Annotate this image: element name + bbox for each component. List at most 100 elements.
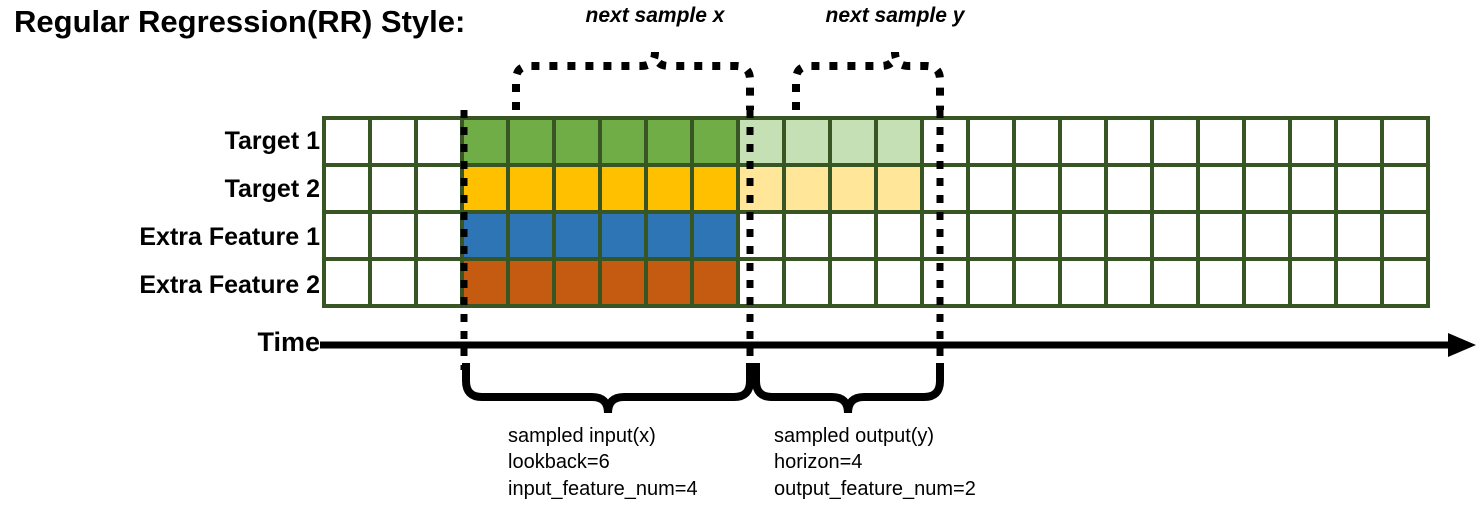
sampled-input-line-1: sampled input(x)	[508, 425, 656, 447]
sampled-output-line-3: output_feature_num=2	[774, 477, 976, 500]
grid-cell-r2-c10-empty	[786, 214, 828, 257]
grid-cell-r1-c1-empty	[372, 167, 414, 210]
grid-cell-r2-c2-empty	[418, 214, 460, 257]
grid-cell-r2-c3-input	[464, 214, 506, 257]
grid-cell-r2-c1-empty	[372, 214, 414, 257]
grid-cell-r1-c15-empty	[1016, 167, 1058, 210]
grid-cell-r2-c4-input	[510, 214, 552, 257]
grid-cell-r0-c9-output	[740, 120, 782, 163]
grid-cell-r2-c20-empty	[1246, 214, 1288, 257]
grid-cell-r1-c19-empty	[1200, 167, 1242, 210]
grid-cell-r1-c6-input	[602, 167, 644, 210]
grid-cell-r2-c7-input	[648, 214, 690, 257]
sampled-input-line-3: input_feature_num=4	[508, 477, 698, 500]
grid-cell-r0-c3-input	[464, 120, 506, 163]
brace-next-sample-y	[792, 51, 944, 110]
grid-cell-r3-c16-empty	[1062, 261, 1104, 304]
grid-cell-r2-c5-input	[556, 214, 598, 257]
grid-cell-r0-c4-input	[510, 120, 552, 163]
grid-cell-r1-c0-empty	[326, 167, 368, 210]
grid-cell-r0-c15-empty	[1016, 120, 1058, 163]
grid-cell-r3-c13-empty	[924, 261, 966, 304]
grid-cell-r2-c22-empty	[1338, 214, 1380, 257]
sampled-output-caption: sampled output(y) horizon=4 output_featu…	[774, 423, 976, 502]
grid-cell-r3-c17-empty	[1108, 261, 1150, 304]
grid-cell-r0-c23-empty	[1384, 120, 1426, 163]
grid-cell-r0-c22-empty	[1338, 120, 1380, 163]
grid-cell-r3-c10-empty	[786, 261, 828, 304]
sampled-input-line-2: lookback=6	[508, 451, 610, 474]
grid-cell-r1-c3-input	[464, 167, 506, 210]
grid-cell-r2-c13-empty	[924, 214, 966, 257]
grid-cell-r3-c2-empty	[418, 261, 460, 304]
grid-cell-r3-c23-empty	[1384, 261, 1426, 304]
grid-cell-r0-c17-empty	[1108, 120, 1150, 163]
row-label-target-2: Target 2	[224, 175, 320, 203]
grid-cell-r0-c20-empty	[1246, 120, 1288, 163]
grid-cell-r3-c12-empty	[878, 261, 920, 304]
grid-cell-r1-c7-input	[648, 167, 690, 210]
grid-cell-r1-c5-input	[556, 167, 598, 210]
grid-cell-r1-c14-empty	[970, 167, 1012, 210]
grid-cell-r1-c12-output	[878, 167, 920, 210]
grid-cell-r0-c0-empty	[326, 120, 368, 163]
grid-cell-r2-c16-empty	[1062, 214, 1104, 257]
sampled-output-line-2: horizon=4	[774, 451, 863, 474]
grid-cell-r3-c1-empty	[372, 261, 414, 304]
sampled-output-line-1: sampled output(y)	[774, 425, 935, 447]
grid-cell-r2-c0-empty	[326, 214, 368, 257]
grid-cell-r0-c21-empty	[1292, 120, 1334, 163]
grid-cell-r3-c5-input	[556, 261, 598, 304]
next-sample-y-label: next sample y	[825, 4, 965, 27]
grid-cell-r1-c18-empty	[1154, 167, 1196, 210]
grid-cell-r3-c11-empty	[832, 261, 874, 304]
row-label-column: Target 1 Target 2 Extra Feature 1 Extra …	[10, 116, 320, 308]
time-axis-arrow	[320, 333, 1476, 357]
grid-cell-r0-c6-input	[602, 120, 644, 163]
grid-cell-r0-c1-empty	[372, 120, 414, 163]
grid-cell-r0-c14-empty	[970, 120, 1012, 163]
grid-cell-r1-c9-output	[740, 167, 782, 210]
grid-cell-r1-c16-empty	[1062, 167, 1104, 210]
grid-cell-r1-c10-output	[786, 167, 828, 210]
grid-cell-r2-c23-empty	[1384, 214, 1426, 257]
grid-cell-r3-c3-input	[464, 261, 506, 304]
grid-cell-r2-c17-empty	[1108, 214, 1150, 257]
grid-cell-r0-c12-output	[878, 120, 920, 163]
grid-cell-r1-c17-empty	[1108, 167, 1150, 210]
grid-cell-r2-c14-empty	[970, 214, 1012, 257]
grid-cell-r2-c18-empty	[1154, 214, 1196, 257]
grid-cell-r2-c19-empty	[1200, 214, 1242, 257]
grid-cell-r2-c8-input	[694, 214, 736, 257]
grid-cell-r0-c10-output	[786, 120, 828, 163]
grid-cell-r2-c21-empty	[1292, 214, 1334, 257]
grid-cell-r0-c13-empty	[924, 120, 966, 163]
grid-cell-r3-c21-empty	[1292, 261, 1334, 304]
grid-cell-r3-c15-empty	[1016, 261, 1058, 304]
grid-cell-r0-c7-input	[648, 120, 690, 163]
grid-cell-r1-c11-output	[832, 167, 874, 210]
grid-cell-r1-c4-input	[510, 167, 552, 210]
grid-cell-r1-c20-empty	[1246, 167, 1288, 210]
grid-cell-r0-c2-empty	[418, 120, 460, 163]
row-label-extra-feature-1: Extra Feature 1	[139, 223, 320, 251]
grid-cell-r0-c11-output	[832, 120, 874, 163]
grid-cell-r3-c20-empty	[1246, 261, 1288, 304]
brace-sampled-input	[462, 363, 754, 414]
grid-cell-r1-c13-empty	[924, 167, 966, 210]
grid-cell-r0-c16-empty	[1062, 120, 1104, 163]
grid-cell-r2-c11-empty	[832, 214, 874, 257]
grid-cell-r3-c8-input	[694, 261, 736, 304]
grid-cell-r0-c8-input	[694, 120, 736, 163]
row-label-target-1: Target 1	[224, 127, 320, 155]
grid-cell-r1-c2-empty	[418, 167, 460, 210]
time-axis-label: Time	[257, 327, 320, 357]
brace-next-sample-x	[512, 51, 754, 110]
grid-cell-r1-c8-input	[694, 167, 736, 210]
timeseries-grid	[322, 116, 1430, 308]
grid-cell-r1-c21-empty	[1292, 167, 1334, 210]
grid-cell-r3-c19-empty	[1200, 261, 1242, 304]
grid-cell-r2-c15-empty	[1016, 214, 1058, 257]
grid-cell-r0-c19-empty	[1200, 120, 1242, 163]
